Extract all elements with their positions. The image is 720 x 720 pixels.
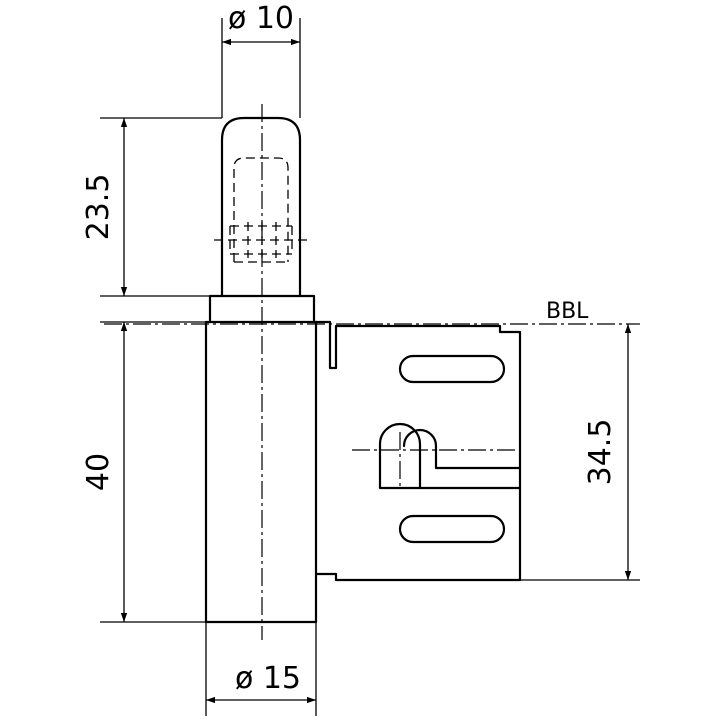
plate-height-label: 34.5 — [583, 419, 618, 486]
bbl-reference-line: BBL — [104, 299, 640, 325]
bbl-label: BBL — [546, 299, 589, 324]
body-height-label: 40 — [81, 453, 116, 491]
hidden-screw — [214, 222, 308, 258]
dimension-pin-height: 23.5 — [81, 117, 222, 297]
hinge-pin — [208, 116, 316, 324]
hinge-body — [204, 320, 318, 624]
pin-height-label: 23.5 — [81, 174, 116, 241]
body-diameter-label: ø 15 — [235, 661, 301, 696]
dimension-plate-height: 34.5 — [520, 324, 640, 581]
dimension-pin-diameter: ø 10 — [221, 1, 301, 118]
slot-bottom — [398, 514, 506, 544]
dimension-body-diameter: ø 15 — [205, 622, 317, 716]
mounting-plate — [314, 320, 522, 582]
pin-diameter-label: ø 10 — [228, 1, 294, 36]
slot-top — [398, 354, 506, 384]
dimension-body-height: 40 — [81, 321, 206, 623]
